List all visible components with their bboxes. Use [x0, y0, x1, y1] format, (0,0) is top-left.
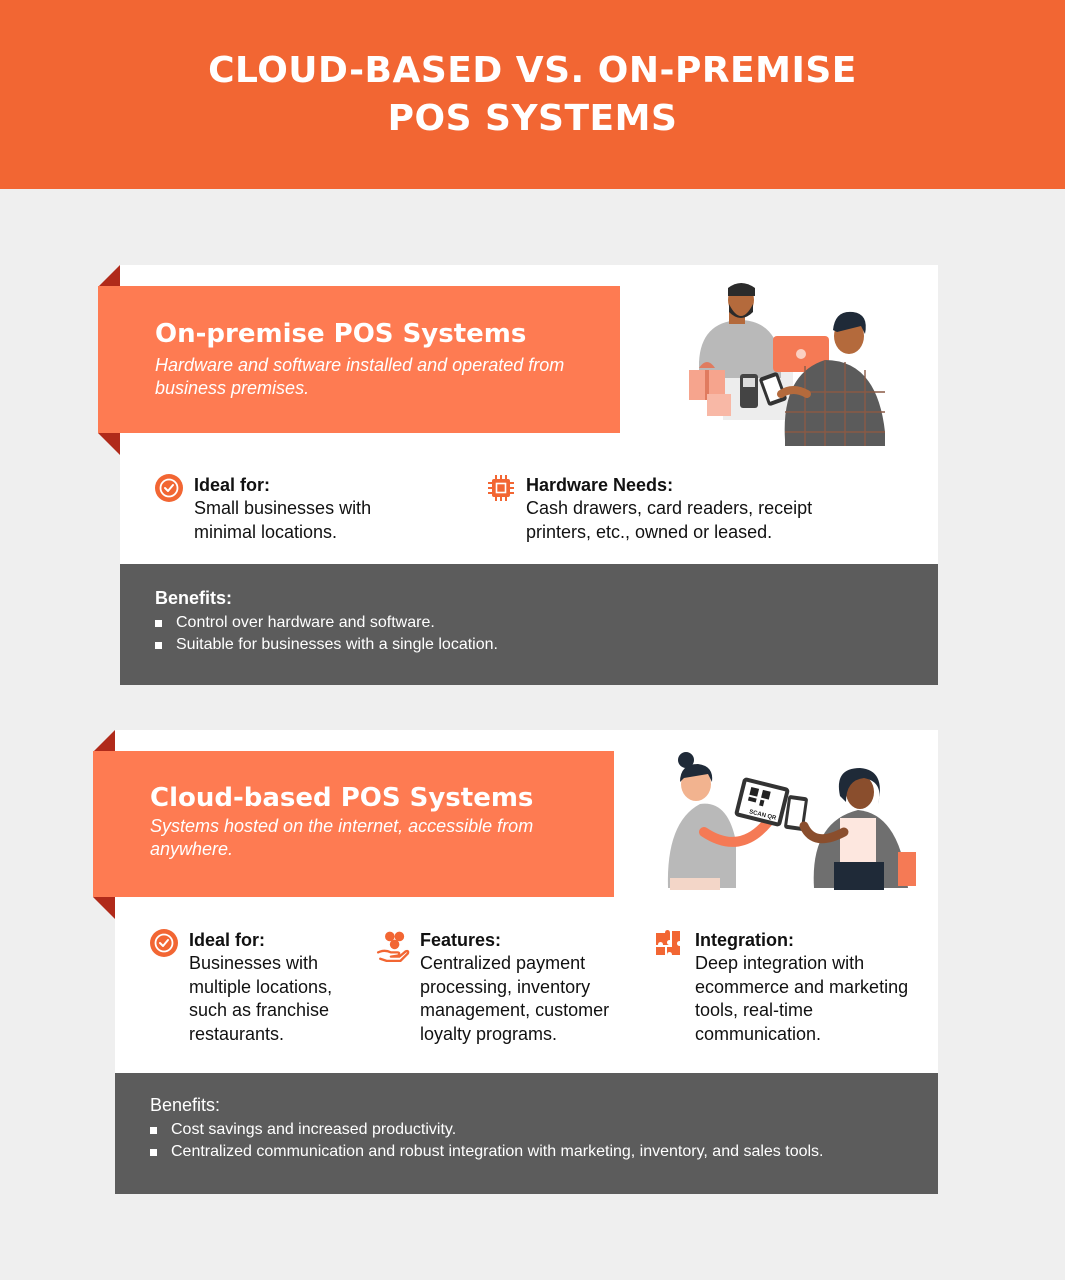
check-badge-icon: [155, 474, 183, 502]
benefits-title: Benefits:: [155, 588, 233, 608]
cashier-hair: [728, 283, 755, 296]
cloud-feature-integration: Integration: Deep integration with ecomm…: [654, 929, 924, 1046]
onpremise-benefits: Benefits: Control over hardware and soft…: [120, 564, 938, 685]
hand-coins-icon: [376, 931, 410, 963]
feature-title: Ideal for:: [189, 930, 266, 950]
jacket-plaid: [785, 360, 885, 446]
qr-code: [747, 786, 771, 807]
feature-text: Small businesses with minimal locations.: [194, 498, 372, 542]
check-badge-icon: [150, 929, 178, 957]
person-left-shirt: [667, 803, 736, 888]
customer-hair: [833, 311, 866, 334]
onpremise-feature-hardware: Hardware Needs: Cash drawers, card reade…: [487, 474, 867, 544]
page-title-line-2: POS SYSTEMS: [387, 97, 678, 139]
customer-jacket: [784, 360, 885, 446]
benefit-item: Control over hardware and software.: [155, 612, 498, 634]
feature-title: Ideal for:: [194, 475, 271, 495]
person-left-hair: [680, 764, 713, 782]
ribbon-fold-bottom: [93, 897, 115, 919]
feature-text: Businesses with multiple locations, such…: [189, 953, 333, 1044]
page-header: CLOUD-BASED VS. ON-PREMISE POS SYSTEMS: [0, 0, 1065, 189]
cashier-payment-illustration: [689, 283, 885, 446]
qr-scan-illustration: SCAN QR: [667, 752, 916, 890]
person-right-hair: [838, 768, 880, 804]
benefit-item: Centralized communication and robust int…: [150, 1141, 823, 1163]
person-right-top: [840, 818, 876, 862]
ribbon-fold-bottom: [98, 433, 120, 455]
onpremise-subtitle: Hardware and software installed and oper…: [155, 355, 565, 398]
person-right-pants: [834, 862, 884, 890]
cloud-banner: Cloud-based POS Systems Systems hosted o…: [93, 751, 614, 897]
benefits-list: Control over hardware and software. Suit…: [155, 612, 498, 656]
cloud-subtitle: Systems hosted on the internet, accessib…: [150, 816, 534, 859]
customer-hand: [777, 386, 811, 398]
chip-icon: [488, 475, 514, 501]
person-right-arm: [799, 821, 849, 844]
gift-ribbon: [705, 370, 709, 400]
terminal-screen: [743, 378, 755, 387]
onpremise-feature-ideal: Ideal for: Small businesses with minimal…: [155, 474, 455, 544]
person-left-arm: [699, 817, 773, 847]
gift-box-small: [707, 394, 731, 416]
qr-phone-screen: [787, 799, 805, 827]
feature-title: Integration:: [695, 930, 794, 950]
page-title-line-1: CLOUD-BASED VS. ON-PREMISE: [208, 49, 857, 91]
ribbon-fold-top: [98, 265, 120, 287]
person-right-head: [846, 775, 874, 809]
person-right-bag: [898, 852, 916, 886]
cashier-shirt: [699, 320, 781, 378]
benefit-item: Suitable for businesses with a single lo…: [155, 634, 498, 656]
onpremise-banner: On-premise POS Systems Hardware and soft…: [98, 286, 620, 433]
puzzle-icon: [656, 930, 680, 955]
person-left-bun: [678, 752, 694, 768]
page-title: CLOUD-BASED VS. ON-PREMISE POS SYSTEMS: [208, 47, 857, 143]
feature-text: Centralized payment processing, inventor…: [420, 953, 610, 1044]
benefit-item: Cost savings and increased productivity.: [150, 1119, 823, 1141]
feature-text: Deep integration with ecommerce and mark…: [695, 953, 909, 1044]
ribbon-fold-top: [93, 730, 115, 752]
cloud-feature-features: Features: Centralized payment processing…: [376, 929, 646, 1046]
cloud-title: Cloud-based POS Systems: [150, 783, 534, 813]
cloud-feature-ideal: Ideal for: Businesses with multiple loca…: [150, 929, 370, 1046]
benefits-list: Cost savings and increased productivity.…: [150, 1119, 823, 1163]
tablet-logo: [796, 349, 806, 359]
feature-text: Cash drawers, card readers, receipt prin…: [526, 498, 813, 542]
gift-bow: [699, 362, 715, 368]
onpremise-title: On-premise POS Systems: [155, 319, 527, 349]
cloud-benefits: Benefits: Cost savings and increased pro…: [115, 1073, 938, 1194]
feature-title: Features:: [420, 930, 502, 950]
person-left-pants: [670, 878, 720, 890]
feature-title: Hardware Needs:: [526, 475, 674, 495]
cashier-beard: [729, 304, 753, 318]
benefits-title: Benefits:: [150, 1095, 221, 1115]
